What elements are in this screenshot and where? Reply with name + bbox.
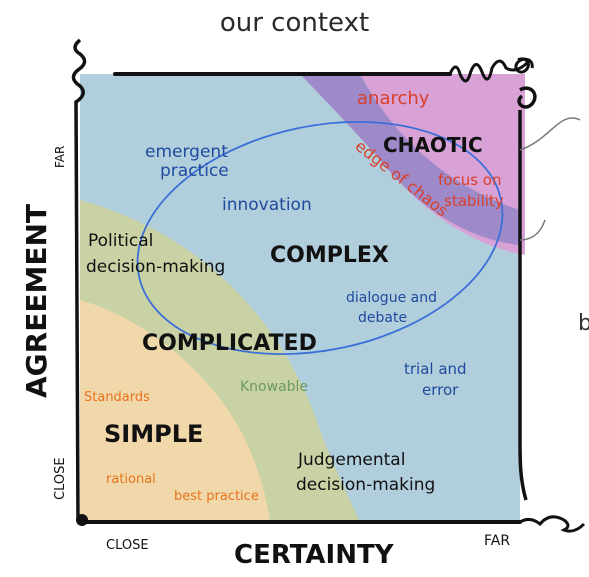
x-far-label: FAR	[484, 533, 510, 549]
knowable-label: Knowable	[240, 379, 308, 395]
right-curl	[519, 117, 581, 241]
complex-ellipse	[136, 120, 504, 356]
bottom-right-squiggle	[519, 515, 586, 533]
left-border-squiggle	[71, 38, 87, 521]
x-close-label: CLOSE	[106, 538, 149, 553]
focus-on-label: focus on	[438, 171, 501, 189]
complicated-title: COMPLICATED	[142, 331, 317, 356]
trial-label: trial and	[404, 360, 467, 378]
simple-zone	[80, 300, 270, 522]
x-axis-label: CERTAINTY	[234, 540, 395, 570]
origin-dot	[76, 514, 88, 526]
simple-title: SIMPLE	[104, 420, 203, 448]
dialogue-label: dialogue and	[346, 290, 437, 306]
y-close-label: CLOSE	[53, 457, 68, 500]
innovation-label: innovation	[222, 195, 312, 215]
edge-of-chaos-band	[300, 74, 520, 245]
right-border	[517, 86, 537, 501]
y-axis-label: AGREEMENT	[20, 204, 53, 398]
chaotic-title: CHAOTIC	[383, 133, 483, 157]
political-decision-label: decision-making	[86, 257, 225, 277]
judgemental-label: Judgemental	[297, 450, 405, 470]
emergent-label: emergent	[145, 142, 228, 162]
diagram-title: our context	[219, 8, 370, 38]
stability-label: stability	[444, 192, 504, 210]
y-far-label: FAR	[53, 146, 67, 168]
practice-label: practice	[160, 161, 229, 181]
debate-label: debate	[358, 310, 407, 326]
rational-label: rational	[106, 472, 156, 487]
judgemental-decision-label: decision-making	[296, 475, 435, 495]
best-practice-label: best practice	[174, 489, 259, 504]
complex-title: COMPLEX	[270, 243, 389, 268]
standards-label: Standards	[84, 390, 150, 405]
political-label: Political	[88, 231, 153, 251]
top-right-squiggle	[448, 57, 534, 83]
anarchy-label: anarchy	[357, 88, 430, 109]
error-label: error	[422, 381, 459, 399]
edge-fragment-letter: b	[578, 311, 589, 336]
